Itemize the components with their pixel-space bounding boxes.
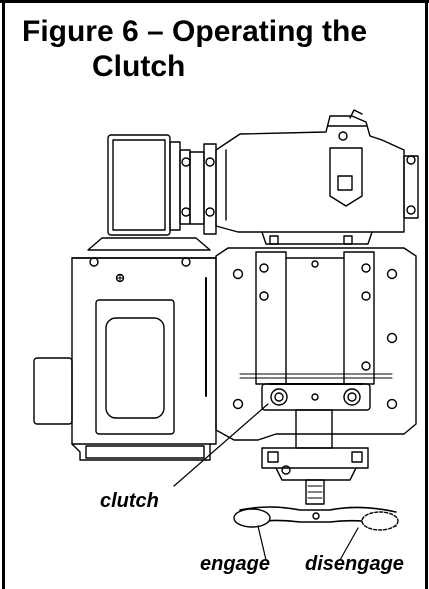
disengage-label: disengage xyxy=(305,553,404,575)
clutch-handle xyxy=(233,506,399,531)
clutch-collar xyxy=(261,383,371,411)
right-rule xyxy=(425,0,428,589)
small-gearbox xyxy=(107,134,217,236)
clutch-label: clutch xyxy=(100,490,159,512)
engage-label: engage xyxy=(200,553,271,575)
figure-title-line2: Clutch xyxy=(92,50,186,83)
shaft-flange xyxy=(261,409,369,505)
figure-title-line1: Figure 6 – Operating the xyxy=(22,15,368,48)
mounting-plate xyxy=(215,247,417,441)
large-gearbox xyxy=(215,109,419,245)
motor xyxy=(33,237,217,461)
left-rule xyxy=(2,0,5,589)
figure-title: Figure 6 – Operating the Clutch xyxy=(22,14,412,84)
leader-lines xyxy=(173,403,359,561)
